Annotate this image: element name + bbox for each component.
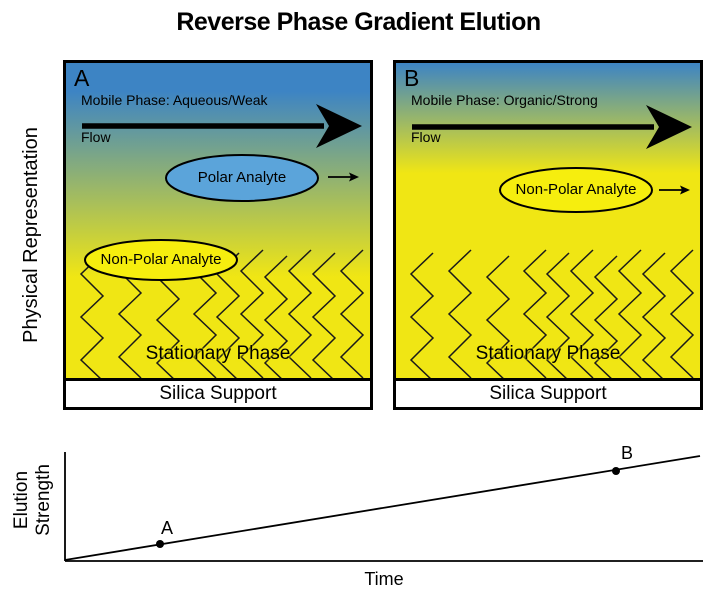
gradient-line bbox=[64, 455, 701, 561]
non-polar-analyte-ellipse bbox=[499, 167, 653, 213]
panel-b-flow-label: Flow bbox=[411, 129, 441, 145]
panel-b-graphics bbox=[396, 63, 700, 378]
non-polar-analyte-label: Non-Polar Analyte bbox=[515, 181, 637, 198]
analyte-motion-arrow-icon bbox=[658, 184, 691, 196]
physical-representation-axis-label: Physical Representation bbox=[20, 127, 42, 343]
polar-analyte-label: Polar Analyte bbox=[197, 169, 287, 186]
point-b-marker bbox=[612, 467, 620, 475]
elution-strength-chart bbox=[64, 452, 703, 562]
elution-strength-axis-label: Elution Strength bbox=[11, 440, 55, 560]
elution-axis-line2: Strength bbox=[33, 464, 54, 536]
panel-a-silica-support-bar: Silica Support bbox=[66, 378, 370, 407]
panel-b-letter: B bbox=[404, 65, 420, 91]
panel-a-flow-label: Flow bbox=[81, 129, 111, 145]
time-axis-label: Time bbox=[364, 569, 404, 589]
point-b-label: B bbox=[620, 443, 633, 463]
panel-b-silica-support-bar: Silica Support bbox=[396, 378, 700, 407]
panel-a-silica-support-label: Silica Support bbox=[159, 383, 277, 404]
point-a-marker bbox=[156, 540, 164, 548]
point-a-label: A bbox=[160, 518, 173, 538]
panel-a-mobile-phase-gradient: A Mobile Phase: Aqueous/Weak Flow Polar … bbox=[66, 63, 370, 378]
panel-a-stationary-phase-label: Stationary Phase bbox=[145, 343, 291, 364]
panel-a-letter: A bbox=[74, 65, 90, 91]
page-title: Reverse Phase Gradient Elution bbox=[176, 8, 541, 36]
non-polar-analyte-label: Non-Polar Analyte bbox=[100, 251, 222, 268]
panel-b-silica-support-label: Silica Support bbox=[489, 383, 607, 404]
panel-a-graphics bbox=[66, 63, 370, 378]
panel-b-stationary-phase-label: Stationary Phase bbox=[475, 343, 621, 364]
non-polar-analyte-ellipse bbox=[84, 239, 238, 281]
flow-arrow-icon bbox=[82, 104, 362, 148]
panel-a-mobile-phase-label: Mobile Phase: Aqueous/Weak bbox=[81, 92, 268, 108]
polar-analyte-ellipse bbox=[165, 154, 319, 202]
panel-b-mobile-phase-gradient: B Mobile Phase: Organic/Strong Flow Non-… bbox=[396, 63, 700, 378]
panel-a: A Mobile Phase: Aqueous/Weak Flow Polar … bbox=[63, 60, 373, 410]
flow-arrow-icon bbox=[412, 105, 692, 149]
panel-b-mobile-phase-label: Mobile Phase: Organic/Strong bbox=[411, 92, 598, 108]
panel-b: B Mobile Phase: Organic/Strong Flow Non-… bbox=[393, 60, 703, 410]
analyte-motion-arrow-icon bbox=[327, 171, 360, 183]
elution-axis-line1: Elution bbox=[11, 470, 32, 530]
